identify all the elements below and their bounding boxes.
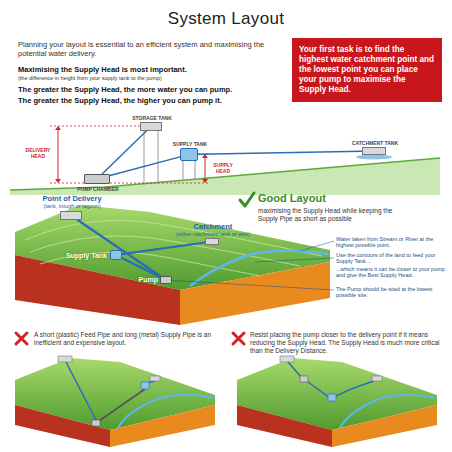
- callout-note: The Pump should be sited at the lowest p…: [336, 286, 446, 299]
- contour: [30, 236, 300, 266]
- supply-pipe: [99, 389, 145, 421]
- pipe-connector: [102, 131, 146, 174]
- node-text: STORAGE TANK: [122, 115, 182, 121]
- hill-left-face: [15, 255, 180, 325]
- tank-stand: [158, 131, 159, 184]
- key-point: The greater the Supply Head, the higher …: [18, 96, 286, 105]
- feed-pipe: [336, 381, 374, 396]
- ground: [10, 158, 440, 195]
- cross-mark: [16, 333, 27, 344]
- pipe-connector: [78, 220, 160, 276]
- callout-note: ...which means it can be closer to your …: [336, 266, 446, 279]
- storage-tank: STORAGE TANK: [140, 122, 162, 131]
- pump: Pump: [160, 276, 172, 284]
- delivery-head-arrow: [58, 129, 59, 180]
- cross-mark: [233, 333, 244, 344]
- catchment-tank: [372, 376, 382, 381]
- landscape: [237, 356, 437, 447]
- node-text: Catchment: [158, 222, 268, 231]
- head-reference: [50, 126, 140, 127]
- node-text: Supply Tank: [61, 252, 107, 259]
- warning-text: A short (plastic) Feed Pipe and long (me…: [34, 331, 214, 347]
- node-label: Supply Tank: [61, 252, 107, 259]
- node-text: (either catchment tank or weir): [158, 231, 268, 237]
- pipe-connector: [122, 242, 205, 254]
- supply-head-arrow: [205, 157, 206, 180]
- delivery-tank: Point of Delivery(tank, trough or lagoon…: [60, 211, 82, 220]
- page-title: System Layout: [0, 9, 452, 29]
- hill-right-face: [110, 405, 215, 447]
- pump: [300, 376, 308, 382]
- supply-tank: [328, 394, 336, 401]
- node-text: SUPPLY TANK: [165, 141, 215, 147]
- supply-tank: SUPPLY TANK: [180, 148, 198, 161]
- node-label: Pump: [131, 276, 158, 283]
- ground-surface: [10, 158, 440, 190]
- intro-text: Planning your layout is essential to an …: [18, 40, 286, 58]
- delivery-pipe: [288, 362, 302, 378]
- supply-pipe: [308, 382, 330, 398]
- node-label: Catchment(either catchment tank or weir): [158, 222, 268, 237]
- pump-chamber: PUMP CHAMBER: [84, 174, 110, 184]
- delivery-pipe: [66, 362, 96, 420]
- hill-right-face: [180, 262, 330, 325]
- node-label: CATCHMENT TANK: [345, 140, 405, 146]
- box-text: Your first task is to find the highest w…: [299, 45, 435, 95]
- catchment-tank: CATCHMENT TANK: [362, 147, 386, 155]
- node-label: STORAGE TANK: [122, 115, 182, 121]
- arrow-head: [55, 126, 61, 183]
- hill-left-face: [237, 405, 332, 447]
- hill-left-face: [15, 405, 110, 447]
- pipe-connector: [110, 157, 180, 176]
- hill-right-face: [332, 405, 437, 447]
- pipe-connector: [198, 151, 362, 154]
- delivery-tank: [280, 356, 294, 362]
- stream: [118, 395, 213, 428]
- section-heading: Good Layout: [258, 192, 378, 204]
- callout-note: Water taken from Stream or River at the …: [336, 236, 446, 249]
- node-text: Point of Delivery: [17, 194, 127, 203]
- head-reference: [198, 154, 210, 155]
- callout-box: Your first task is to find the highest w…: [292, 38, 442, 102]
- tank-stand: [144, 131, 145, 185]
- catchment-tank: Catchment(either catchment tank or weir): [205, 238, 219, 245]
- callout-note: Use the contours of the land to feed you…: [336, 252, 446, 265]
- node-label: Point of Delivery(tank, trough or lagoon…: [17, 194, 127, 209]
- section-subtitle: maximising the Supply Head while keeping…: [258, 207, 408, 223]
- pump: [92, 420, 100, 426]
- stream: [190, 251, 328, 286]
- dimension-label: DELIVERY HEAD: [22, 148, 54, 160]
- supply-tank: [141, 382, 149, 389]
- node-label: SUPPLY TANK: [165, 141, 215, 147]
- key-point: Maximising the Supply Head is most impor…: [18, 65, 286, 74]
- leader-line: [166, 280, 334, 290]
- leader-line: [255, 258, 334, 262]
- head-reference: [50, 183, 210, 184]
- dimension-label: SUPPLY HEAD: [208, 163, 238, 175]
- leader-line: [300, 241, 334, 251]
- node-text: PUMP CHAMBER: [68, 186, 128, 192]
- stream: [340, 395, 435, 428]
- supply-tank: Supply Tank: [110, 250, 122, 260]
- node-label: PUMP CHAMBER: [68, 186, 128, 192]
- arrow-head: [202, 154, 208, 183]
- check-mark: [240, 193, 254, 206]
- tank-stand: [195, 161, 196, 179]
- warning-text: Resist placing the pump closer to the de…: [250, 331, 445, 354]
- key-point: The greater the Supply Head, the more wa…: [18, 85, 286, 94]
- pipe-connector: [122, 258, 160, 277]
- node-text: Pump: [131, 276, 158, 283]
- tank-stand: [183, 161, 184, 180]
- note-text: (the difference in height from your supp…: [18, 75, 286, 82]
- delivery-tank: [58, 356, 72, 362]
- catchment-tank: [150, 376, 160, 381]
- node-text: (tank, trough or lagoon): [17, 203, 127, 209]
- node-text: CATCHMENT TANK: [345, 140, 405, 146]
- stream-pool: [356, 155, 392, 160]
